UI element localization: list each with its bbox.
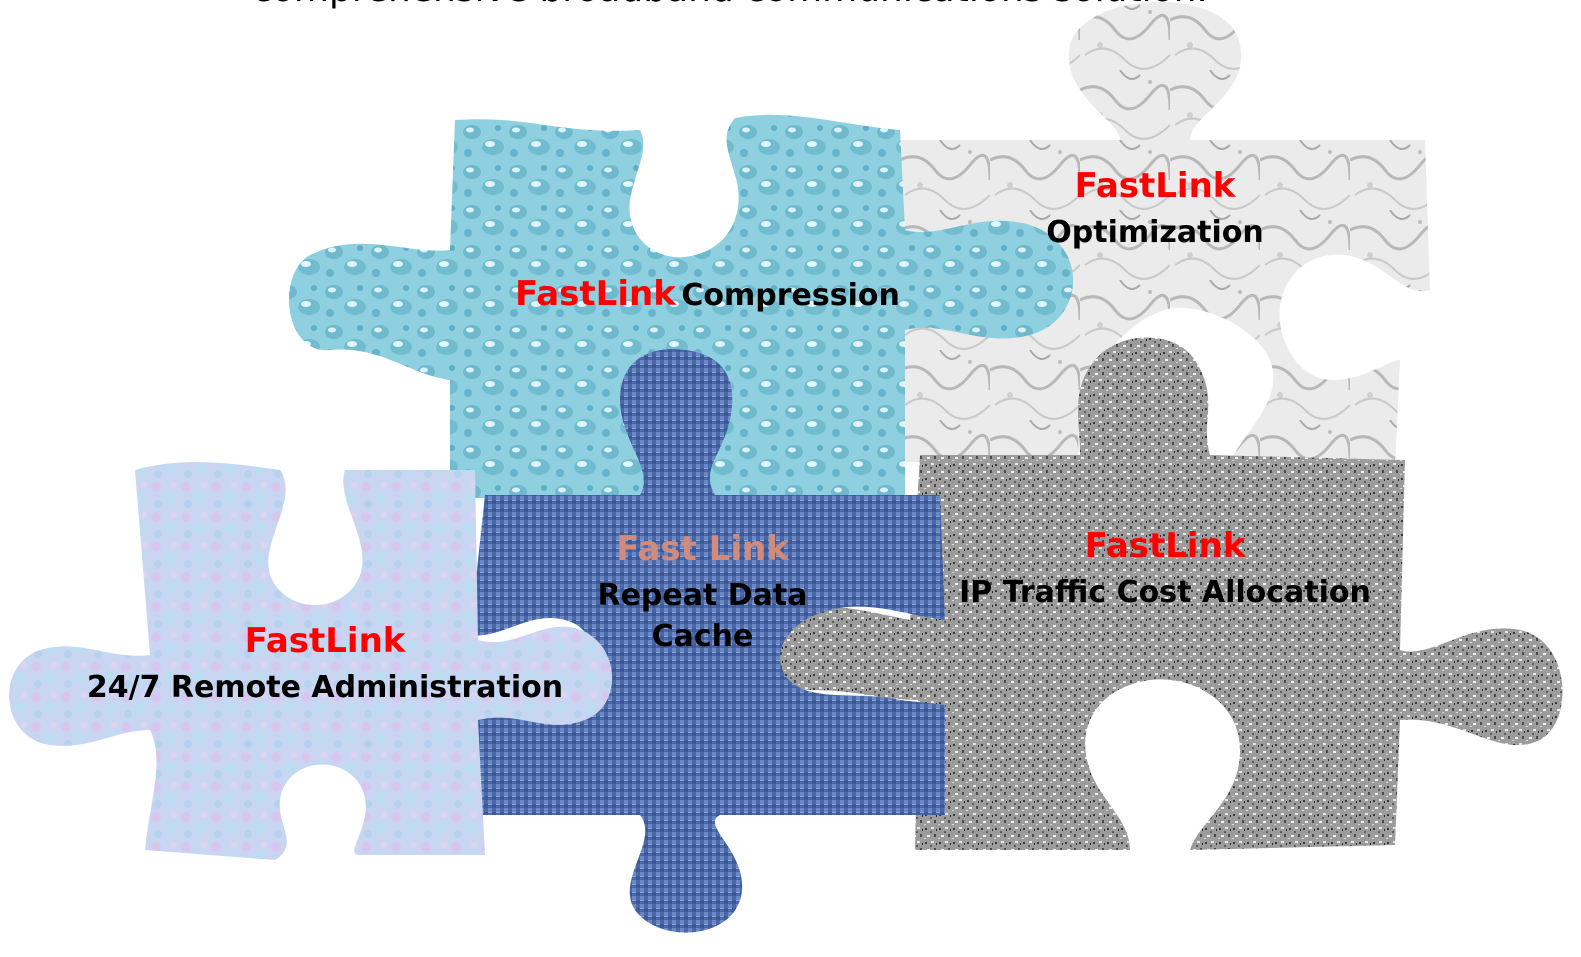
- caption-optimization: Optimization: [1046, 214, 1264, 250]
- piece-ip-traffic: [770, 337, 1563, 850]
- piece-repeat-cache: [470, 349, 945, 933]
- brand-repeat-cache: Fast Link: [616, 529, 789, 569]
- brand-ip-traffic: FastLink: [1084, 526, 1246, 566]
- label-remote-admin: FastLink 24/7 Remote Administration: [60, 620, 590, 706]
- label-ip-traffic: FastLink IP Traffic Cost Allocation: [935, 525, 1395, 611]
- caption-compression: Compression: [681, 278, 900, 313]
- label-compression: FastLink Compression: [515, 273, 900, 316]
- piece-remote-admin: [9, 462, 613, 860]
- caption-repeat-cache-line2: Cache: [651, 619, 754, 654]
- headline: comprehensive broadband communications s…: [0, 0, 1460, 10]
- caption-ip-traffic: IP Traffic Cost Allocation: [959, 574, 1371, 610]
- brand-compression: FastLink: [515, 274, 676, 314]
- label-repeat-cache: Fast Link Repeat Data Cache: [585, 528, 820, 656]
- piece-compression: [288, 114, 1074, 499]
- brand-remote-admin: FastLink: [244, 621, 406, 661]
- caption-repeat-cache-line1: Repeat Data: [597, 577, 808, 613]
- brand-optimization: FastLink: [1074, 166, 1236, 206]
- caption-remote-admin: 24/7 Remote Administration: [86, 669, 564, 705]
- piece-optimization: [895, 1, 1430, 465]
- label-optimization: FastLink Optimization: [1030, 165, 1280, 251]
